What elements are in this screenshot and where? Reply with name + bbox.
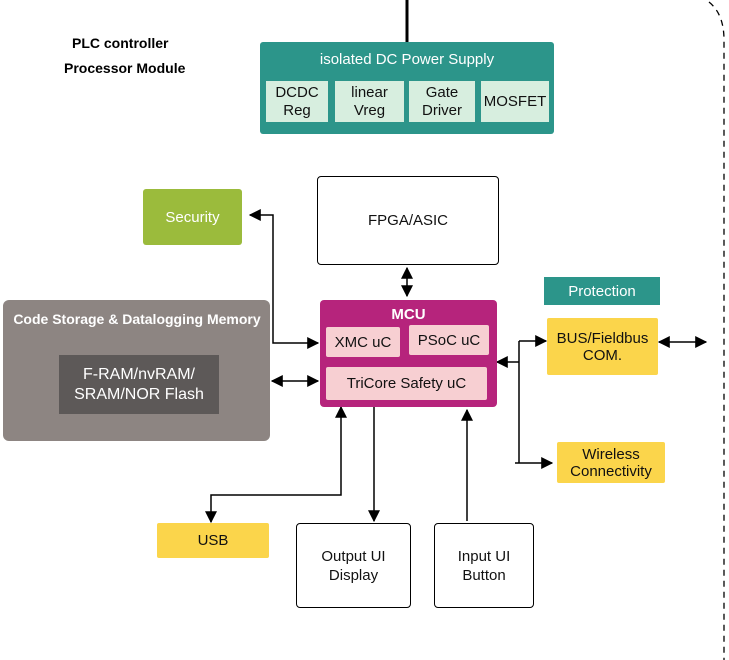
dcdc-reg-line2: Reg: [283, 101, 311, 119]
memory-types-block: F-RAM/nvRAM/ SRAM/NOR Flash: [59, 355, 219, 414]
usb-link: [205, 405, 347, 524]
usb-block: USB: [157, 523, 269, 558]
wireless-connectivity-block: Wireless Connectivity: [557, 442, 665, 483]
tricore-safety-uc-label: TriCore Safety uC: [346, 375, 467, 392]
gate-driver-line2: Driver: [422, 101, 462, 119]
power-supply-label: isolated DC Power Supply: [319, 50, 495, 68]
code-storage-block: Code Storage & Datalogging Memory F-RAM/…: [3, 300, 270, 441]
mcu-block: MCU XMC uC PSoC uC TriCore Safety uC: [320, 300, 497, 407]
code-storage-label: Code Storage & Datalogging Memory: [13, 311, 261, 327]
security-mcu-link: [248, 209, 320, 349]
protection-label: Protection: [568, 282, 636, 300]
output-ui-display-block: Output UI Display: [296, 523, 411, 608]
fpga-asic-block: FPGA/ASIC: [317, 176, 499, 265]
input-ui-line1: Input UI: [457, 547, 511, 565]
gate-driver-block: Gate Driver: [409, 81, 475, 122]
memory-types-line2: SRAM/NOR Flash: [74, 385, 204, 403]
gate-driver-line1: Gate: [425, 83, 459, 101]
mosfet-label: MOSFET: [483, 92, 547, 110]
wireless-connectivity-line1: Wireless: [582, 445, 640, 463]
dcdc-reg-block: DCDC Reg: [266, 81, 328, 122]
usb-label: USB: [197, 532, 229, 549]
mosfet-block: MOSFET: [481, 81, 549, 122]
xmc-uc-block: XMC uC: [326, 327, 400, 357]
input-ui-line2: Button: [462, 566, 506, 584]
title-line-2: Processor Module: [64, 60, 186, 76]
psoc-uc-label: PSoC uC: [417, 331, 481, 349]
fieldbus-com-block: BUS/Fieldbus COM.: [547, 318, 658, 375]
wireless-connectivity-line2: Connectivity: [570, 462, 652, 480]
linear-vreg-line2: Vreg: [353, 101, 386, 119]
xmc-uc-label: XMC uC: [334, 333, 392, 351]
security-block: Security: [143, 189, 242, 245]
dcdc-reg-line1: DCDC: [275, 83, 319, 101]
security-label: Security: [165, 208, 220, 226]
fieldbus-com-line2: COM.: [582, 346, 623, 364]
output-ui-line1: Output UI: [321, 547, 386, 565]
mcu-label: MCU: [391, 305, 426, 323]
input-ui-button-block: Input UI Button: [434, 523, 534, 608]
module-boundary: [708, 1, 725, 660]
linear-vreg-line1: linear: [351, 83, 388, 101]
fieldbus-com-line1: BUS/Fieldbus: [556, 329, 649, 347]
fpga-asic-label: FPGA/ASIC: [367, 212, 449, 229]
linear-vreg-block: linear Vreg: [335, 81, 404, 122]
title-line-1: PLC controller: [72, 35, 169, 51]
diagram-title: PLC controller Processor Module: [64, 31, 224, 81]
output-ui-line2: Display: [328, 566, 379, 584]
memory-types-line1: F-RAM/nvRAM/: [83, 365, 195, 383]
tricore-safety-uc-block: TriCore Safety uC: [326, 367, 487, 400]
psoc-uc-block: PSoC uC: [409, 325, 489, 355]
protection-label-block: Protection: [544, 277, 660, 305]
power-supply-block: isolated DC Power Supply DCDC Reg linear…: [260, 42, 554, 134]
